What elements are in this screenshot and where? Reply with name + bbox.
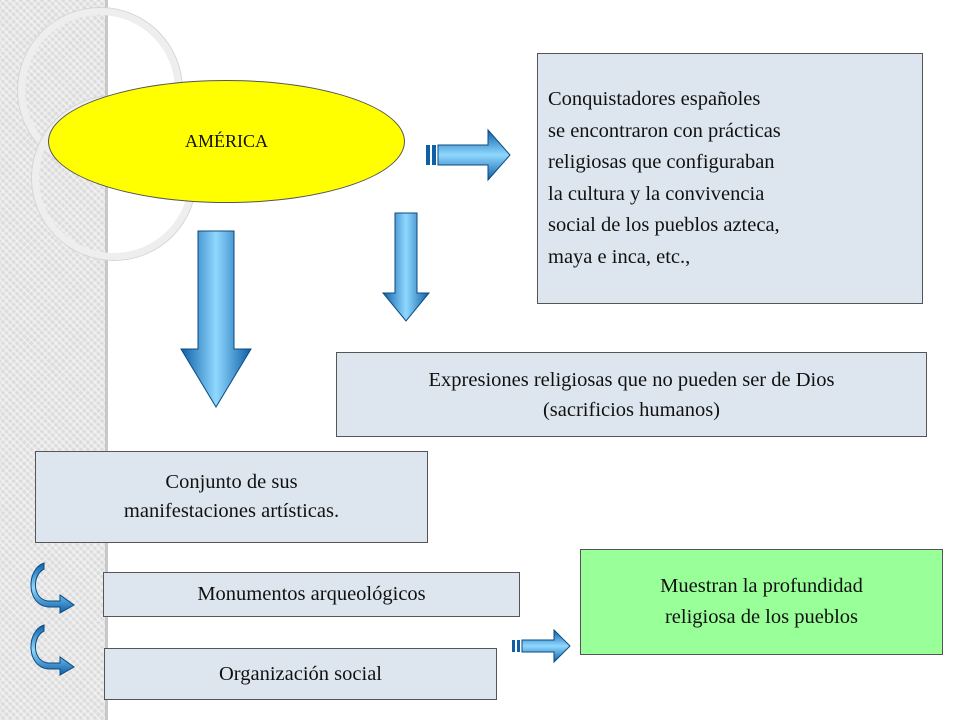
expresiones-line: (sacrificios humanos) [542,398,721,421]
conquistadores-line: Conquistadores españoles [548,88,761,110]
expresiones-box: Expresiones religiosas que no pueden ser… [336,352,927,437]
right-arrow-icon [426,128,511,182]
monumentos-label: Monumentos arqueológicos [197,583,426,605]
muestran-line: religiosa de los pueblos [664,606,858,628]
curved-arrow-icon [30,624,75,676]
conjunto-box: Conjunto de sus manifestaciones artístic… [35,451,428,543]
america-label: AMÉRICA [184,131,268,151]
america-ellipse: AMÉRICA [48,80,405,203]
muestran-box: Muestran la profundidad religiosa de los… [580,549,943,655]
right-arrow-small-icon [512,628,571,664]
monumentos-box: Monumentos arqueológicos [103,572,520,617]
conquistadores-line: la cultura y la convivencia [548,182,765,205]
conquistadores-line: religiosas que configuraban [548,151,775,173]
conquistadores-line: social de los pueblos azteca, [548,214,780,236]
organizacion-box: Organización social [104,648,497,700]
conquistadores-box: Conquistadores españoles se encontraron … [537,53,923,304]
conjunto-line: manifestaciones artísticas. [123,500,340,522]
muestran-line: Muestran la profundidad [660,575,863,597]
conquistadores-line: maya e inca, etc., [548,245,691,268]
conjunto-line: Conjunto de sus [165,471,298,493]
expresiones-line: Expresiones religiosas que no pueden ser… [428,368,835,391]
curved-arrow-icon [30,562,75,614]
down-arrow-small-icon [381,212,431,322]
down-arrow-large-icon [180,230,252,408]
organizacion-label: Organización social [219,662,382,685]
conquistadores-line: se encontraron con prácticas [548,119,781,142]
